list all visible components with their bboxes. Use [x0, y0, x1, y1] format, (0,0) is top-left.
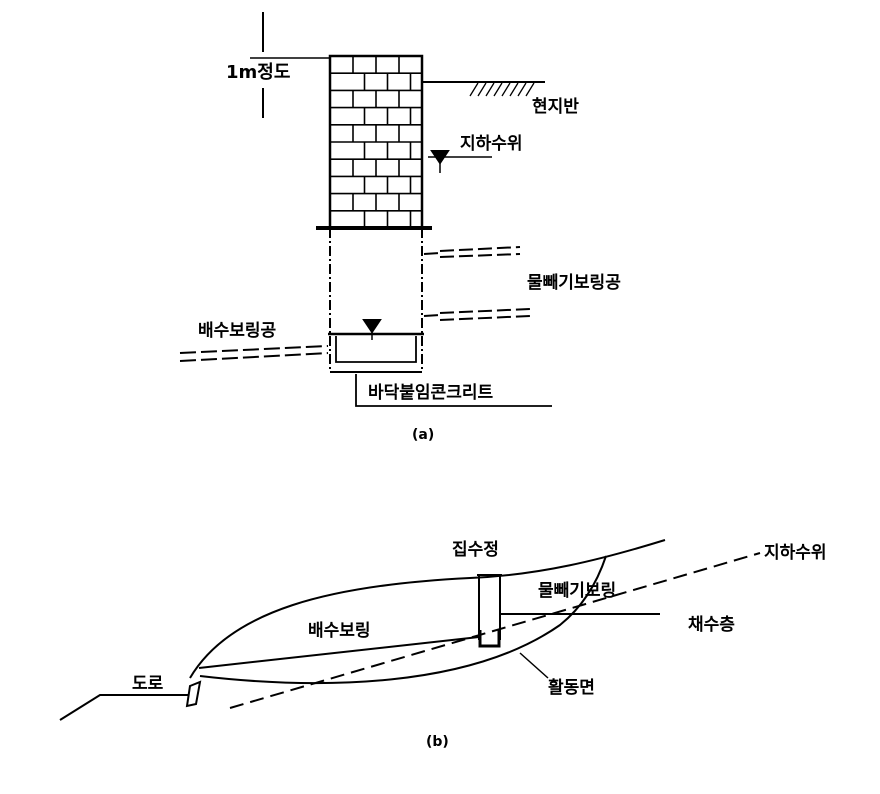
slip-surface: [199, 555, 607, 685]
well-label: 집수정: [452, 540, 499, 560]
groundwater-dashed-line: [229, 552, 761, 709]
collection-well: [477, 574, 502, 648]
road-marker: [185, 680, 202, 708]
slope-surface: [189, 539, 666, 679]
road-ground-line: [59, 694, 188, 721]
collection-boring-label-b: 물빼기보링: [538, 581, 616, 601]
groundwater-level-marker: [428, 150, 492, 173]
collection-boring-lines: [423, 246, 531, 321]
bottom-concrete-leader: [355, 374, 552, 407]
groundwater-label-b: 지하수위: [764, 543, 827, 563]
collection-boring-label-a: 물빼기보링공: [527, 273, 621, 293]
diagram-b: [59, 539, 761, 721]
drainage-boring-label-a: 배수보링공: [198, 321, 277, 341]
bottom-concrete-label: 바닥붙임콘크리트: [368, 382, 493, 403]
drainage-boring-line: [198, 636, 480, 669]
slip-surface-label: 활동면: [548, 677, 595, 698]
diagram-a: [179, 12, 552, 407]
groundwater-label-a: 지하수위: [460, 134, 523, 154]
depth-label: 1m정도: [226, 62, 290, 83]
drainage-boring-label-b: 배수보링: [308, 621, 371, 641]
aquifer-label: 채수층: [688, 615, 735, 635]
caption-a: (a): [412, 427, 434, 443]
drainage-boring-lines: [179, 345, 329, 362]
slip-surface-leader: [519, 652, 549, 679]
caption-b: (b): [426, 734, 449, 750]
well-water-level-marker: [362, 319, 382, 340]
brick-wall: [328, 54, 424, 230]
ground-label: 현지반: [532, 97, 579, 117]
ground-surface: [422, 81, 545, 97]
road-label: 도로: [132, 674, 164, 694]
well-lower-body: [316, 226, 432, 373]
